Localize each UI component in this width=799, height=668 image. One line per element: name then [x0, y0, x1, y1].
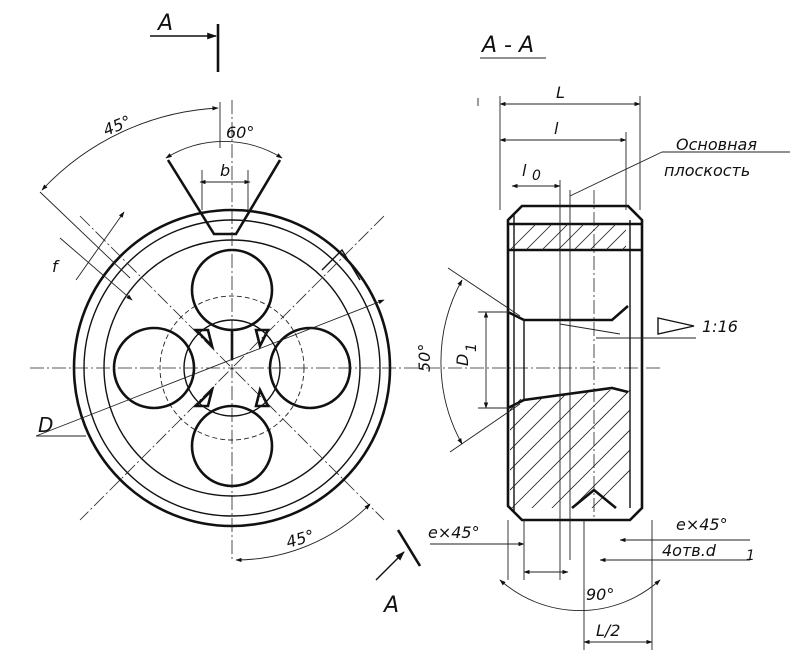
- dim-f-label: f: [52, 257, 60, 276]
- dim-D-label: D: [38, 413, 53, 437]
- dim-l0-label: l: [522, 161, 527, 180]
- angle-90-label: 90°: [586, 585, 614, 604]
- angle-45-bottom-label: 45°: [284, 526, 316, 552]
- section-view: A - A: [415, 33, 790, 650]
- top-slot: [166, 159, 282, 236]
- angle-60-label: 60°: [226, 123, 254, 142]
- angle-50-arc: [440, 279, 463, 445]
- bore-outline: [507, 305, 629, 410]
- dim-f-line: [59, 237, 133, 301]
- angle-60-arc: [165, 141, 283, 159]
- ext-50-bottom: [449, 403, 521, 453]
- cut-mark-top-label: A: [156, 11, 173, 36]
- tooth-ne: [254, 328, 271, 350]
- chamfer-left-label: e×45°: [428, 523, 480, 542]
- center-line-diag-1: [79, 215, 385, 521]
- cut-mark-bottom-arrow: [375, 551, 405, 581]
- dim-L-half-label: L/2: [596, 621, 620, 640]
- angle-45-bottom-arc: [235, 503, 371, 563]
- tooth-sw: [192, 385, 215, 408]
- chamfer-right-label: e×45°: [676, 515, 728, 534]
- angle-45-top-arc: [41, 106, 219, 191]
- base-plane-label-1: Основная: [676, 135, 757, 154]
- ext-line-45-top: [39, 191, 131, 279]
- tooth-nw: [192, 328, 215, 351]
- base-plane-label-2: плоскость: [664, 161, 750, 180]
- dim-l0-sub: 0: [532, 168, 541, 184]
- bore-taper-line: [559, 323, 621, 335]
- holes-sub: 1: [746, 548, 755, 564]
- tooth-se: [254, 386, 271, 408]
- dim-D1-label: D: [453, 354, 472, 366]
- lower-hole-v: [571, 488, 617, 510]
- angle-50-label: 50°: [415, 344, 434, 372]
- cut-mark-bottom-bar: [396, 529, 422, 567]
- dim-l-label: l: [554, 119, 559, 138]
- taper-label: 1:16: [702, 317, 738, 336]
- cut-mark-bottom-label: A: [382, 593, 399, 618]
- section-title: A - A: [480, 33, 534, 58]
- front-view: 45° 60° b f D 45° A A: [30, 11, 660, 618]
- dim-D1-sub: 1: [464, 343, 480, 352]
- center-line-diag-2: [79, 215, 385, 521]
- taper-symbol: [657, 317, 695, 335]
- holes-label: 4отв.d: [662, 541, 717, 560]
- section-outline: [506, 204, 644, 522]
- dim-L-label: L: [556, 83, 565, 102]
- dim-f-line-2: [75, 211, 125, 281]
- ext-50-top: [447, 267, 521, 317]
- angle-45-top-label: 45°: [100, 111, 133, 139]
- dim-b-label: b: [220, 161, 230, 180]
- dim-D-leader: [35, 299, 385, 437]
- upper-hatch: [509, 224, 626, 250]
- side-notch: [321, 248, 361, 281]
- base-plane-leader: [569, 151, 663, 197]
- angle-90-arc: [499, 579, 661, 612]
